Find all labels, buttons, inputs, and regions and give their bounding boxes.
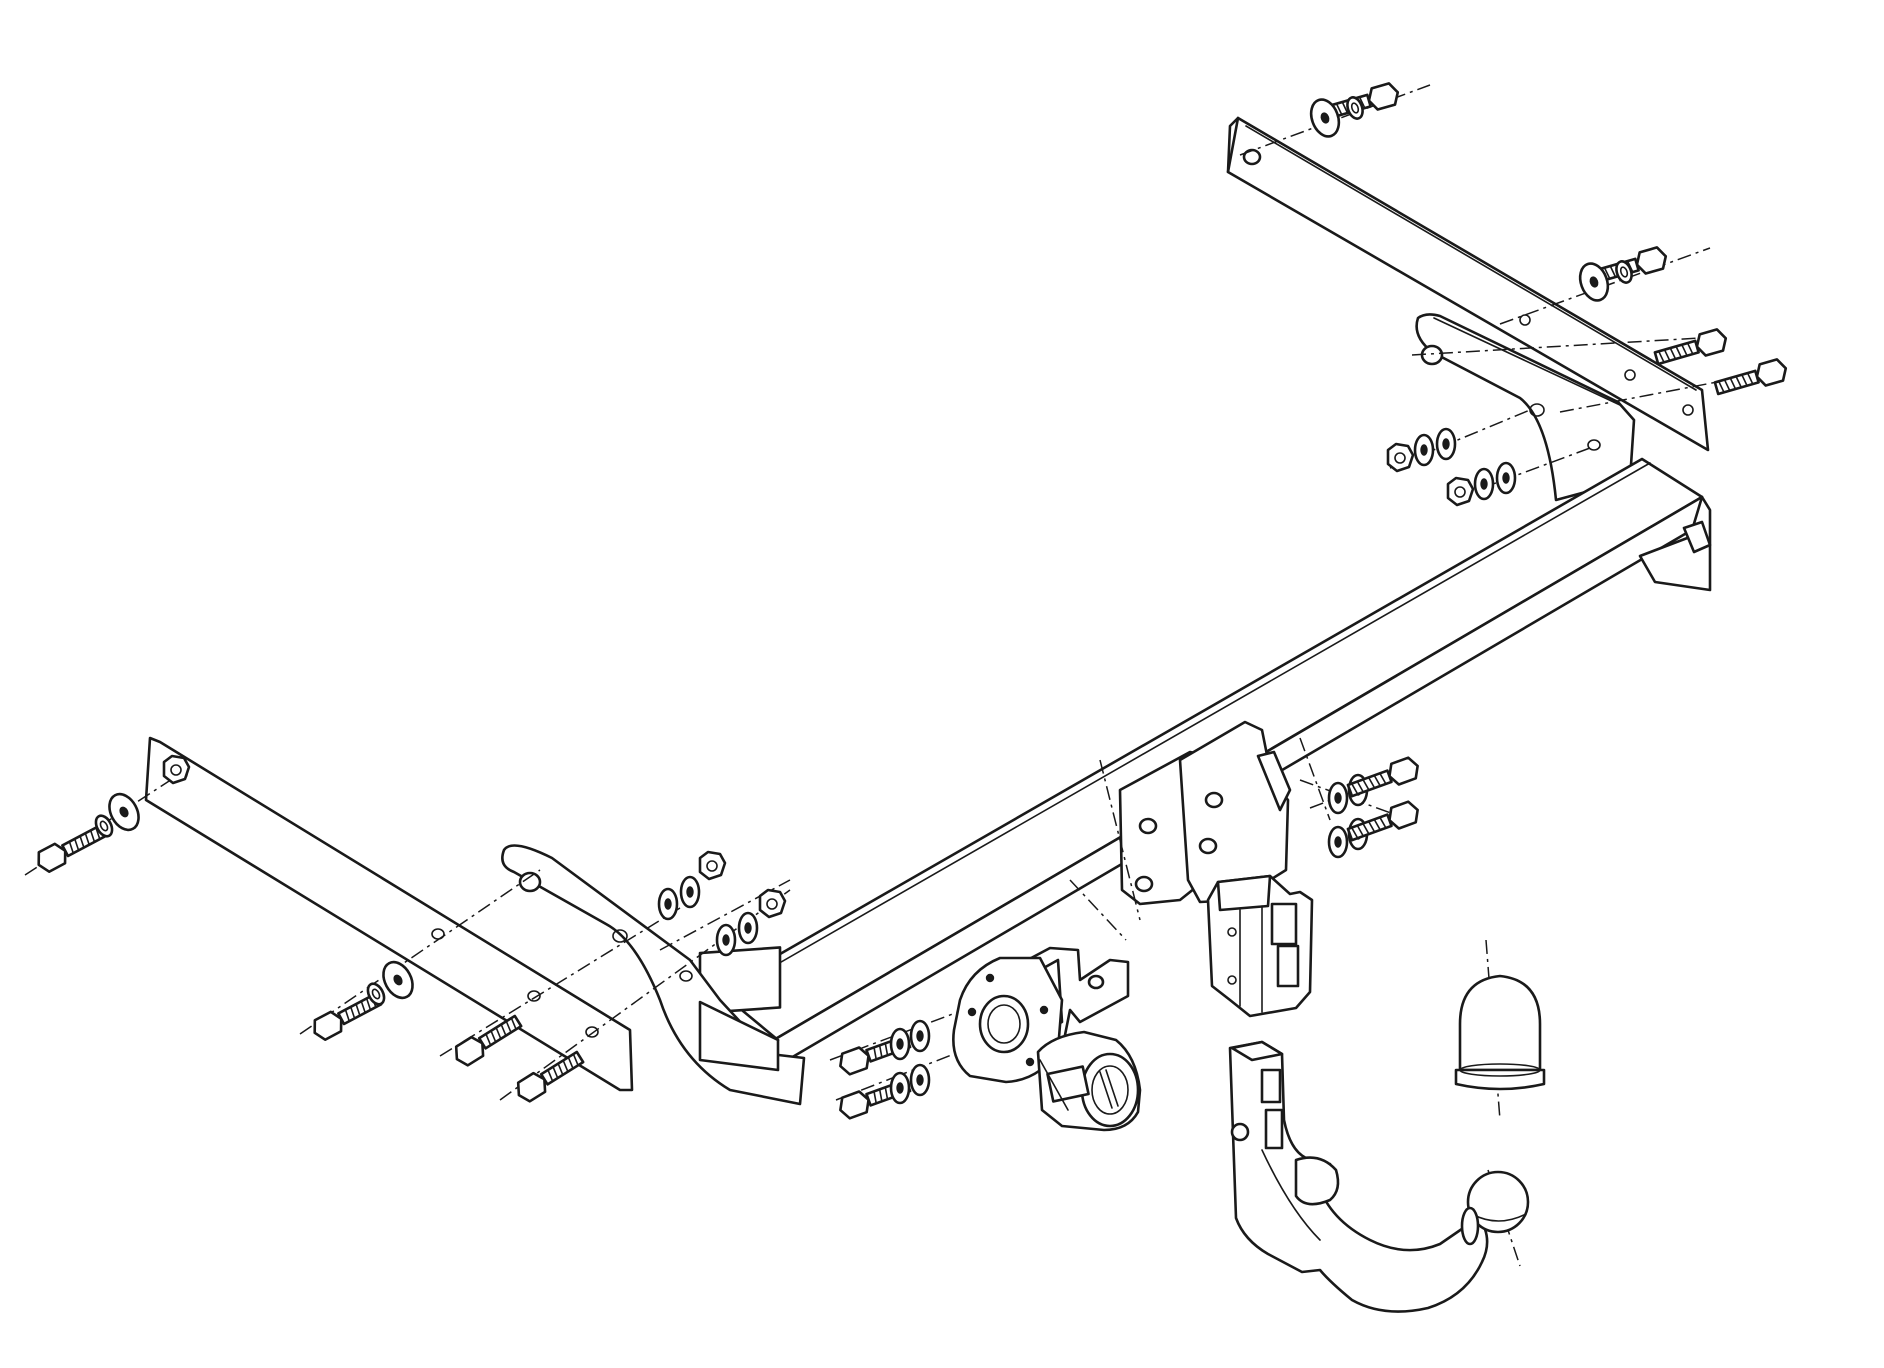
nut-upper-right-1 [1386,442,1415,473]
tow-ball-cover [1454,974,1546,1091]
nut-left-0 [162,754,191,785]
washer-socket-4 [909,1063,931,1097]
washer-left-4 [737,911,759,945]
washer-center-1 [1327,781,1349,815]
washer-socket-3 [889,1071,911,1105]
left-side-bracket [144,736,634,1092]
bolt-left-4 [511,1046,588,1106]
ball-receiver-block [1206,874,1314,1018]
bolt-upper-right-4 [1712,356,1791,401]
upper-right-side-bracket [1226,116,1710,452]
washer-left-1 [657,887,679,921]
bolt-left-3 [449,1010,526,1070]
center-mount-bracket [1118,720,1292,906]
tow-ball [1460,1170,1530,1246]
electrical-socket [1036,1030,1142,1132]
washer-socket-2 [909,1019,931,1053]
tow-ball-neck [1228,1040,1489,1313]
washer-upper-right-4 [1495,461,1517,495]
bolt-upper-right-3 [1652,326,1731,371]
nut-left-1 [698,850,727,881]
washer-upper-right-2 [1435,427,1457,461]
nut-left-2 [758,888,787,919]
nut-upper-right-2 [1446,476,1475,507]
electrical-socket-plate [952,956,1064,1084]
washer-upper-right-3 [1473,467,1495,501]
washer-left-2 [679,875,701,909]
bolt-left-1 [32,820,109,876]
washer-left-3 [715,923,737,957]
left-end-plate [501,844,806,1106]
washer-center-3 [1327,825,1349,859]
washer-socket-1 [889,1027,911,1061]
washer-upper-right-1 [1413,433,1435,467]
